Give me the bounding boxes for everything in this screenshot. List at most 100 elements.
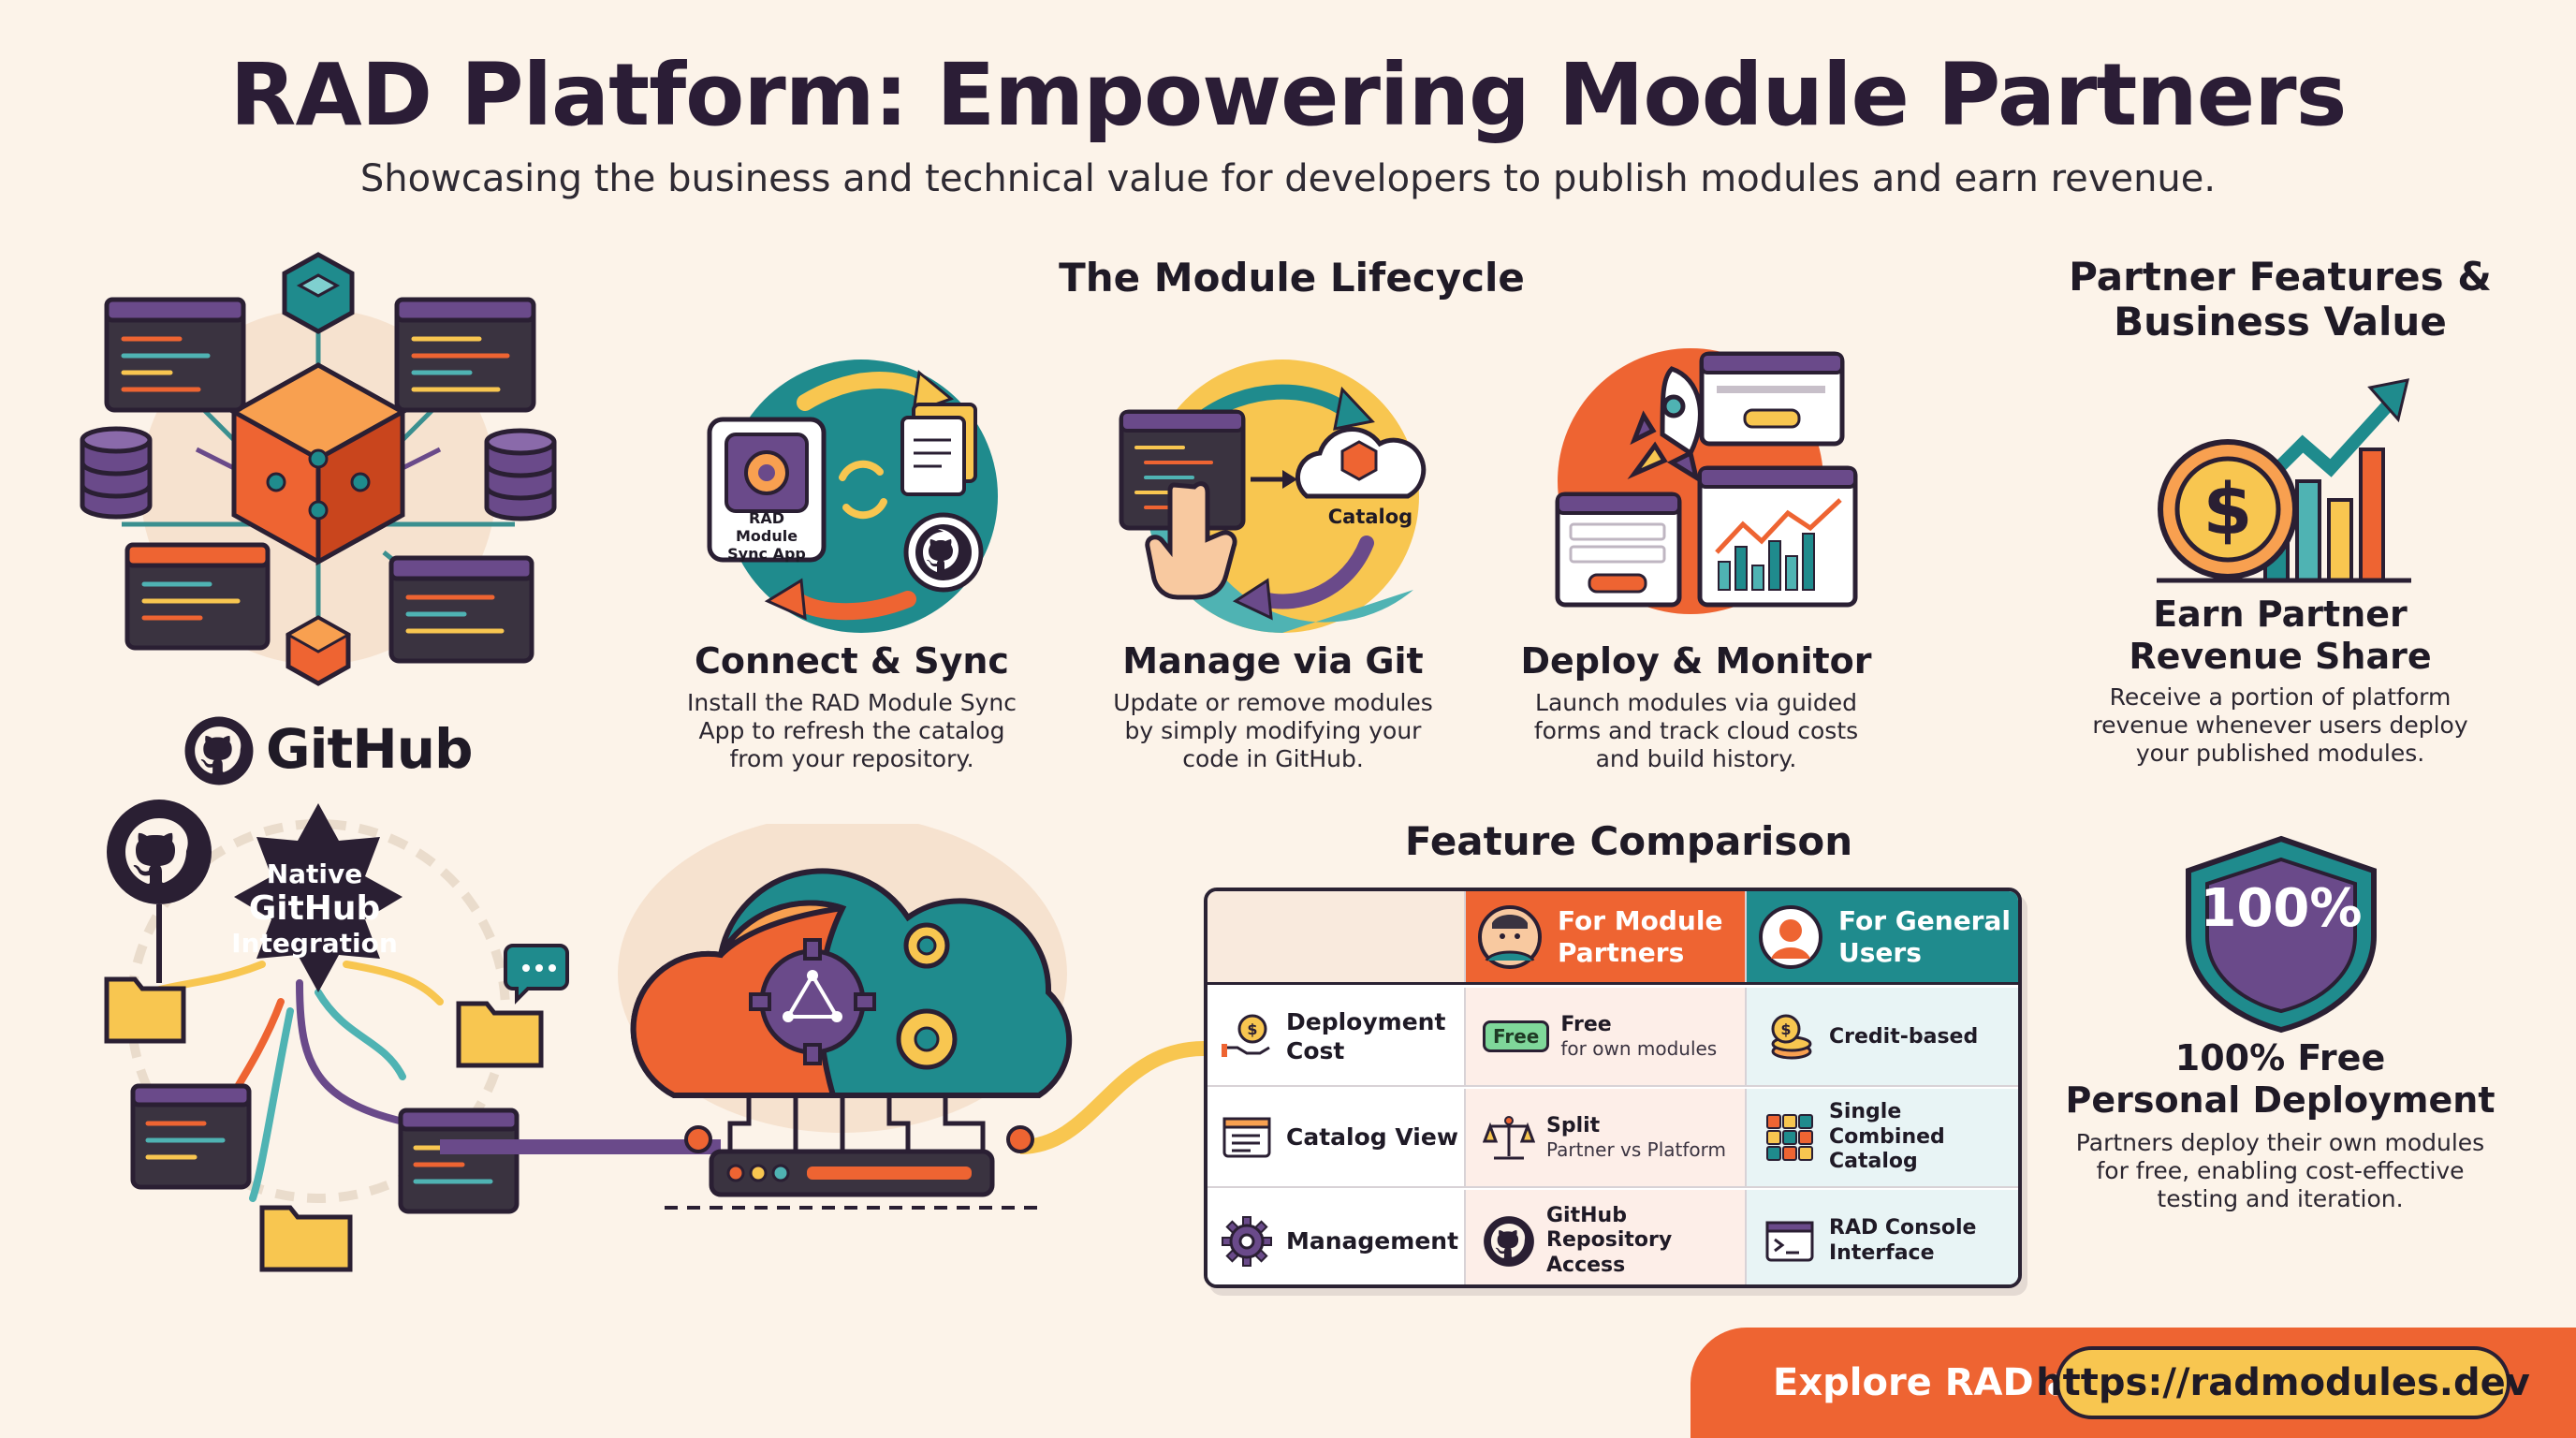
partner-catalog-view-text: Split Partner vs Platform	[1546, 1114, 1726, 1161]
value-sub: for own modules	[1560, 1037, 1718, 1061]
title-line: Partner Features &	[2069, 254, 2492, 300]
balance-scale-icon	[1483, 1116, 1535, 1160]
row-label-catalog-view: Catalog View	[1286, 1123, 1458, 1152]
page-subtitle: Showcasing the business and technical va…	[359, 157, 2217, 200]
value-main: Split	[1546, 1113, 1601, 1137]
coin-hand-icon: $	[1222, 1014, 1270, 1057]
value-main: Repository Access	[1546, 1228, 1673, 1277]
cloud-platform-illustration	[440, 824, 1205, 1210]
row-label-deployment-cost: Deployment Cost	[1286, 1007, 1445, 1066]
free-deployment-title: 100% Free Personal Deployment	[2046, 1037, 2514, 1122]
title-line: Earn Partner	[2153, 594, 2408, 635]
user-avatar-icon	[1759, 904, 1822, 969]
header-line: For Module	[1558, 904, 1723, 936]
value-main: GitHub	[1546, 1203, 1627, 1227]
header-line: Partners	[1558, 936, 1685, 968]
header-general-users-label: For General Users	[1838, 905, 2011, 968]
step-manage-git-title: Manage via Git	[1122, 640, 1424, 682]
desc-line: for free, enabling cost-effective	[2096, 1157, 2465, 1184]
desc-line: Update or remove modules	[1113, 689, 1433, 716]
partner-features-title: Partner Features & Business Value	[2046, 254, 2514, 345]
step-deploy-monitor-desc: Launch modules via guided forms and trac…	[1509, 689, 1883, 773]
badge-line-3: Integration	[231, 927, 398, 959]
coin-stack-icon: $	[1771, 1014, 1812, 1060]
label-line: Deployment	[1286, 1007, 1446, 1035]
desc-line: from your repository.	[729, 745, 974, 772]
gear-icon	[1222, 1215, 1272, 1267]
github-integration-illustration	[104, 800, 569, 1272]
user-management-cell: RAD Console Interface	[1747, 1190, 2018, 1284]
partner-deployment-cost-text: Free for own modules	[1560, 1013, 1717, 1060]
value-main: Interface	[1829, 1240, 1935, 1265]
github-logo-icon	[1484, 1215, 1534, 1267]
free-tag-badge: Free	[1483, 1020, 1550, 1052]
svg-text:$: $	[2203, 467, 2253, 550]
comparison-title: Feature Comparison	[1404, 818, 1853, 864]
grid-catalog-icon	[1766, 1114, 1813, 1161]
value-main: Catalog	[1829, 1150, 1918, 1174]
cta-url-link[interactable]: https://radmodules.dev	[2036, 1346, 2530, 1419]
manage-git-illustration	[1119, 360, 1427, 633]
partner-catalog-view-cell: Split Partner vs Platform	[1466, 1089, 1747, 1186]
step-deploy-monitor-title: Deploy & Monitor	[1520, 640, 1872, 682]
value-sub: Partner vs Platform	[1546, 1138, 1727, 1162]
desc-line: testing and iteration.	[2157, 1185, 2404, 1212]
desc-line: by simply modifying your	[1124, 717, 1422, 744]
row-label-cell: Catalog View	[1208, 1089, 1466, 1186]
value-main: RAD Console	[1829, 1216, 1977, 1240]
row-label-cell: $ Deployment Cost	[1208, 988, 1466, 1085]
desc-line: your published modules.	[2135, 740, 2425, 767]
header-general-users: For General Users	[1747, 891, 2018, 982]
catalog-label: Catalog	[1327, 506, 1413, 528]
value-main: Credit-based	[1829, 1024, 1979, 1049]
table-header-row: For Module Partners For General Users	[1208, 891, 2018, 985]
title-line: Personal Deployment	[2065, 1078, 2496, 1121]
table-row: $ Deployment Cost Free Free for own modu…	[1208, 988, 2018, 1087]
partner-management-text: GitHub Repository Access	[1546, 1204, 1745, 1278]
connect-sync-illustration	[707, 360, 998, 633]
header-partners: For Module Partners	[1466, 891, 1747, 982]
partner-avatar-icon	[1478, 904, 1542, 969]
sync-app-label: RAD Module Sync App	[727, 509, 806, 564]
desc-line: Install the RAD Module Sync	[687, 689, 1017, 716]
desc-line: forms and track cloud costs	[1533, 717, 1859, 744]
title-line: 100% Free	[2174, 1037, 2386, 1078]
free-deployment-desc: Partners deploy their own modules for fr…	[2046, 1129, 2514, 1213]
cta-label: Explore RAD at	[1773, 1361, 2090, 1404]
badge-line-2: GitHub	[248, 889, 381, 929]
step-manage-git-desc: Update or remove modules by simply modif…	[1086, 689, 1460, 773]
desc-line: Partners deploy their own modules	[2075, 1129, 2485, 1156]
user-catalog-view-cell: Single Combined Catalog	[1747, 1089, 2018, 1186]
github-wordmark: GitHub	[266, 717, 474, 781]
svg-text:$: $	[1780, 1020, 1791, 1038]
value-main: Single Combined	[1829, 1100, 1945, 1149]
revenue-coin-chart-icon: $	[2157, 378, 2411, 583]
header-line: Users	[1838, 936, 1922, 968]
desc-line: code in GitHub.	[1182, 745, 1364, 772]
revenue-share-title: Earn Partner Revenue Share	[2046, 594, 2514, 678]
partner-management-cell: GitHub Repository Access	[1466, 1190, 1747, 1284]
revenue-share-desc: Receive a portion of platform revenue wh…	[2046, 683, 2514, 768]
row-label-cell: Management	[1208, 1190, 1466, 1284]
header-line: For General	[1838, 904, 2011, 936]
user-catalog-view-text: Single Combined Catalog	[1829, 1100, 2018, 1174]
label-line: Cost	[1286, 1037, 1345, 1064]
user-management-text: RAD Console Interface	[1829, 1216, 1976, 1266]
desc-line: and build history.	[1595, 745, 1797, 772]
svg-text:$: $	[1247, 1020, 1257, 1038]
partner-deployment-cost-cell: Free Free for own modules	[1466, 988, 1747, 1085]
table-row: Management GitHub Repository Access RAD …	[1208, 1190, 2018, 1284]
shield-icon	[2186, 835, 2377, 1034]
desc-line: Launch modules via guided	[1535, 689, 1857, 716]
catalog-window-icon	[1222, 1117, 1271, 1158]
header-empty-cell	[1208, 891, 1466, 982]
title-line: Business Value	[2114, 299, 2447, 345]
step-connect-sync-title: Connect & Sync	[695, 640, 1009, 682]
header-partners-label: For Module Partners	[1558, 905, 1722, 968]
badge-line-1: Native	[266, 858, 363, 889]
free-badge-label: 100%	[2200, 878, 2363, 939]
table-row: Catalog View Split Partner vs Platform	[1208, 1089, 2018, 1188]
desc-line: Receive a portion of platform	[2109, 683, 2452, 711]
page-title: RAD Platform: Empowering Module Partners	[229, 45, 2348, 145]
user-deployment-cost-cell: $ Credit-based	[1747, 988, 2018, 1085]
